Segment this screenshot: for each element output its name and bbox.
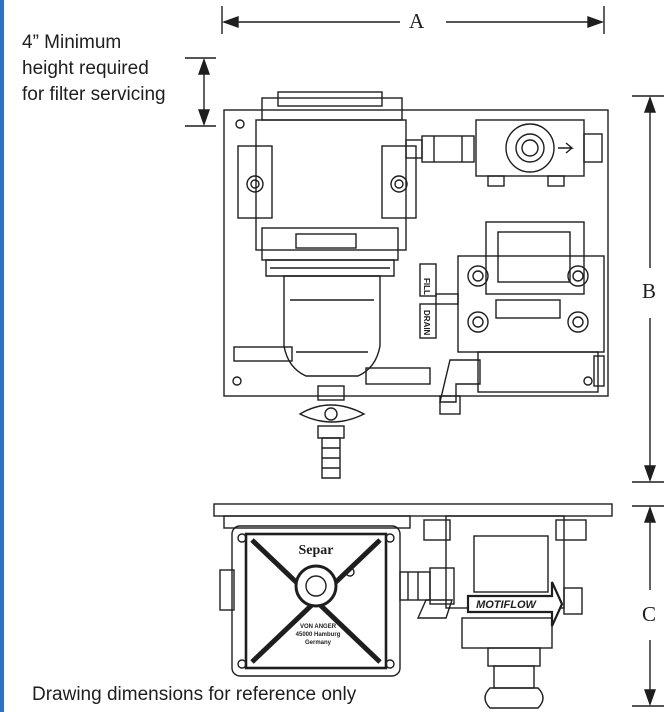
note-line-2: height required (22, 58, 149, 79)
side-view (213, 503, 613, 709)
filter-bowl (283, 275, 381, 377)
dimension-a (221, 6, 605, 34)
bracket-right (381, 145, 417, 219)
dimension-c (632, 505, 664, 707)
left-edge-bar (0, 0, 4, 712)
flow-arrow (466, 581, 564, 627)
plate-hole (583, 376, 593, 386)
plate-label (233, 346, 293, 362)
dimension-a-label: A (405, 9, 429, 34)
dimension-b (632, 95, 664, 483)
pump-side (445, 515, 565, 609)
maker-line-1: VON ANGER (300, 624, 337, 630)
maker-line-2: 45000 Hamburg (296, 632, 341, 638)
note-line-1: 4” Minimum (22, 32, 122, 53)
maker-line-3: Germany (305, 640, 332, 646)
plate-hole (235, 119, 245, 129)
note-line-3: for filter servicing (22, 84, 166, 105)
front-view (223, 91, 609, 479)
drain-label: DRAIN (422, 310, 431, 336)
pipe-fitting (421, 135, 475, 163)
dimension-c-label: C (638, 602, 661, 627)
filter-housing-bottom (231, 525, 401, 677)
plate-label (365, 367, 431, 385)
service-height-note: 4” Minimum height required for filter se… (22, 30, 192, 108)
drain-valve (317, 385, 345, 401)
pump-housing (477, 351, 599, 393)
brand-label: Separ (299, 543, 334, 558)
dimension-b-label: B (638, 279, 661, 304)
pump-brand-label: MOTIFLOW (476, 599, 537, 611)
pump-base-knob (484, 687, 544, 709)
bracket-left (237, 145, 273, 219)
pump-motor (485, 221, 585, 295)
drawing-caption: Drawing dimensions for reference only (32, 684, 357, 705)
plate-hole (232, 376, 242, 386)
pump-base (457, 255, 605, 353)
mounting-plate (223, 109, 609, 397)
dimension-service-height (185, 57, 216, 127)
fill-label: FILL (422, 278, 431, 295)
plate-edge (213, 503, 613, 517)
fill-drain-valve (435, 293, 459, 305)
